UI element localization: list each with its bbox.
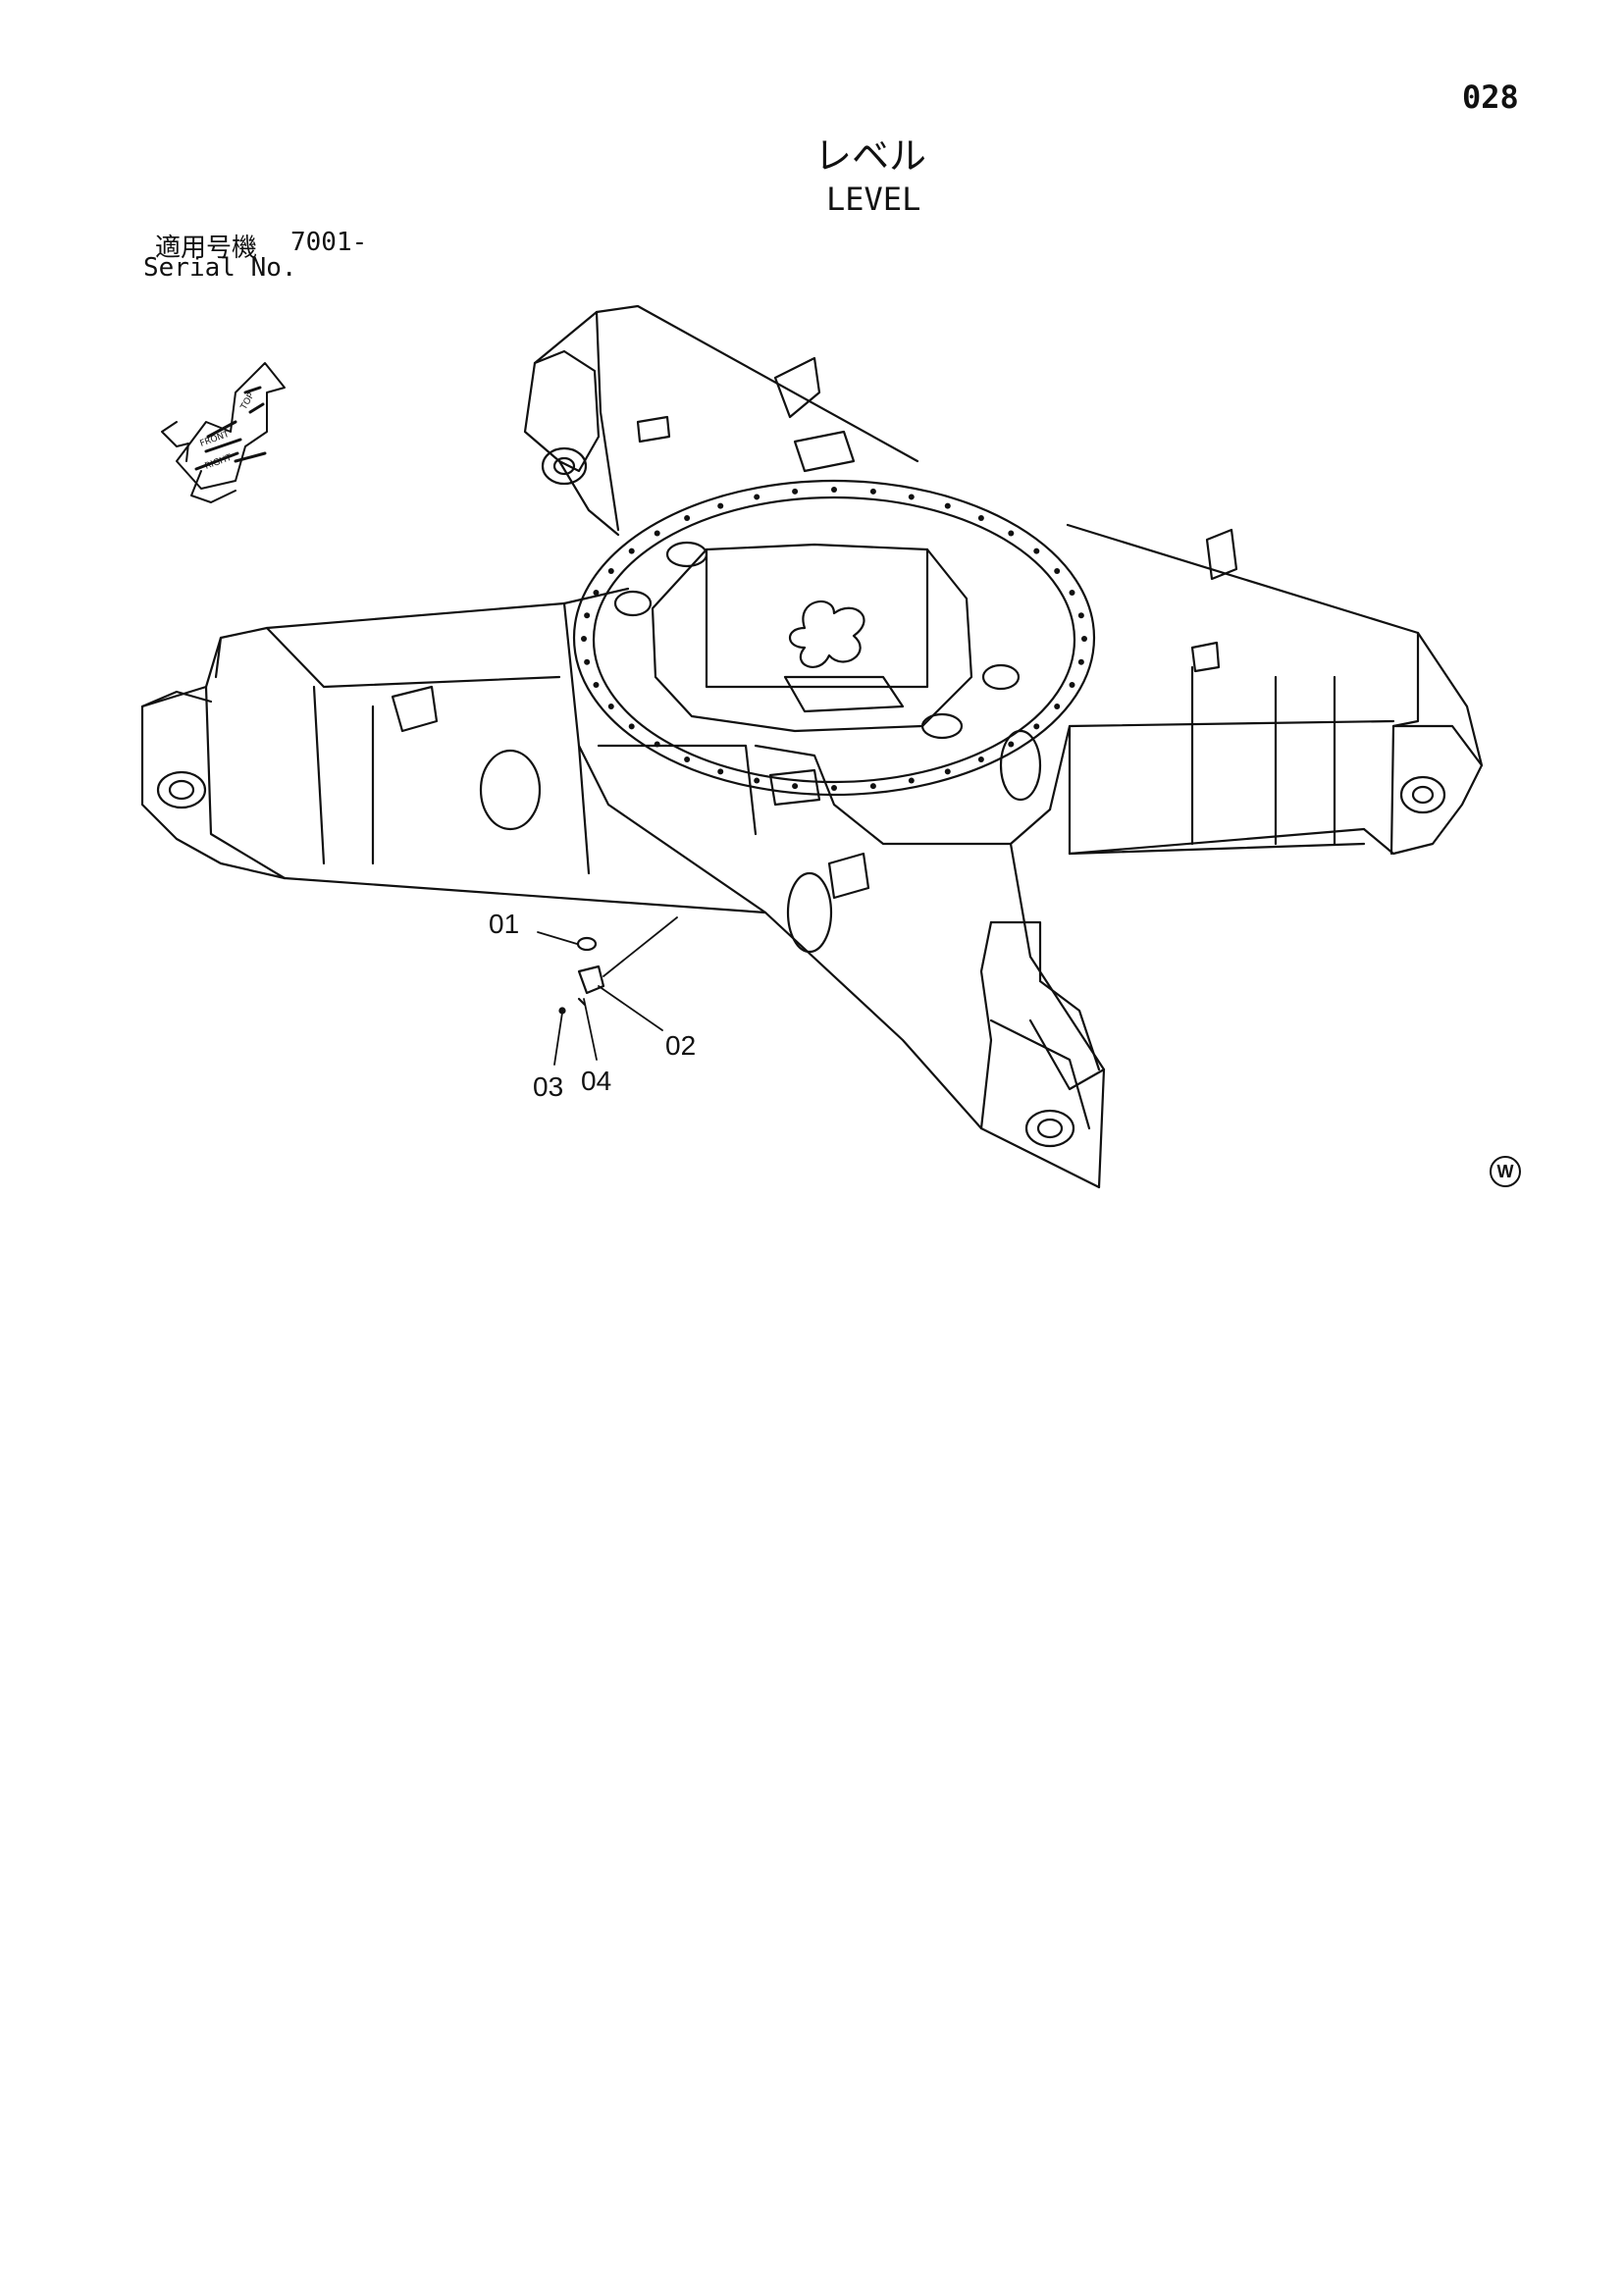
bolt-hole bbox=[869, 488, 876, 495]
bolt-hole bbox=[944, 502, 951, 509]
bolt-hole bbox=[654, 741, 660, 748]
title-english: LEVEL bbox=[826, 181, 921, 218]
bolt-hole bbox=[754, 777, 760, 784]
serial-label-japanese: 適用号機 bbox=[155, 234, 258, 263]
bolt-hole bbox=[908, 777, 915, 784]
callout-02: 02 bbox=[665, 1030, 697, 1061]
arm-end-bosses bbox=[156, 446, 1446, 1148]
bolt-hole bbox=[1033, 548, 1040, 554]
title-japanese: レベル bbox=[814, 134, 927, 178]
w-mark: W bbox=[1490, 1156, 1521, 1187]
serial-value: 7001- bbox=[290, 228, 368, 257]
bolt-hole bbox=[607, 704, 614, 710]
bolt-hole bbox=[1069, 681, 1075, 688]
bolt-hole bbox=[1054, 704, 1061, 710]
bolt-hole bbox=[869, 783, 876, 790]
callout-leaders bbox=[537, 916, 678, 1066]
bolt-hole bbox=[593, 681, 600, 688]
bolt-hole bbox=[607, 567, 614, 574]
bolt-hole bbox=[1054, 567, 1061, 574]
bolt-hole bbox=[628, 548, 635, 554]
bolt-hole bbox=[1069, 590, 1075, 597]
bolt-hole bbox=[831, 785, 837, 791]
bolt-hole bbox=[717, 502, 724, 509]
orientation-arrows-icon: FRONT RIGHT TOP bbox=[161, 362, 286, 503]
part-02-bracket-icon bbox=[577, 965, 605, 995]
bolt-hole bbox=[977, 756, 984, 762]
bolt-hole bbox=[908, 494, 915, 500]
bolt-hole bbox=[593, 590, 600, 597]
right-label: RIGHT bbox=[204, 453, 234, 472]
bolt-hole bbox=[944, 768, 951, 775]
bolt-hole bbox=[584, 658, 591, 665]
bolt-hole bbox=[1008, 530, 1015, 537]
slewing-ring bbox=[572, 479, 1096, 797]
bolt-hole bbox=[1077, 612, 1084, 619]
bolt-hole bbox=[754, 494, 760, 500]
bolt-hole bbox=[1033, 723, 1040, 730]
serial-label-english: Serial No. bbox=[143, 253, 297, 283]
bolt-hole bbox=[977, 515, 984, 522]
frame-body bbox=[140, 304, 1484, 1189]
mounting-lugs bbox=[391, 356, 1238, 900]
page-number: 028 bbox=[1462, 78, 1519, 116]
bolt-hole bbox=[1008, 741, 1015, 748]
callout-01: 01 bbox=[489, 909, 520, 939]
bolt-hole bbox=[792, 488, 799, 495]
bolt-hole bbox=[1081, 636, 1087, 642]
bolt-hole bbox=[792, 783, 799, 790]
bolt-hole bbox=[684, 515, 691, 522]
bolt-hole bbox=[717, 768, 724, 775]
callout-04: 04 bbox=[581, 1066, 612, 1096]
bolt-hole bbox=[581, 636, 587, 642]
bolt-hole bbox=[1077, 658, 1084, 665]
bolt-hole bbox=[654, 530, 660, 537]
part-04-washer-icon bbox=[577, 997, 587, 1007]
callout-03: 03 bbox=[533, 1071, 564, 1102]
part-01-level-icon bbox=[576, 936, 598, 952]
bolt-hole bbox=[831, 487, 837, 493]
bolt-hole bbox=[684, 756, 691, 762]
bolt-hole bbox=[584, 612, 591, 619]
level-part-assembly bbox=[558, 936, 605, 1015]
bolt-hole bbox=[628, 723, 635, 730]
